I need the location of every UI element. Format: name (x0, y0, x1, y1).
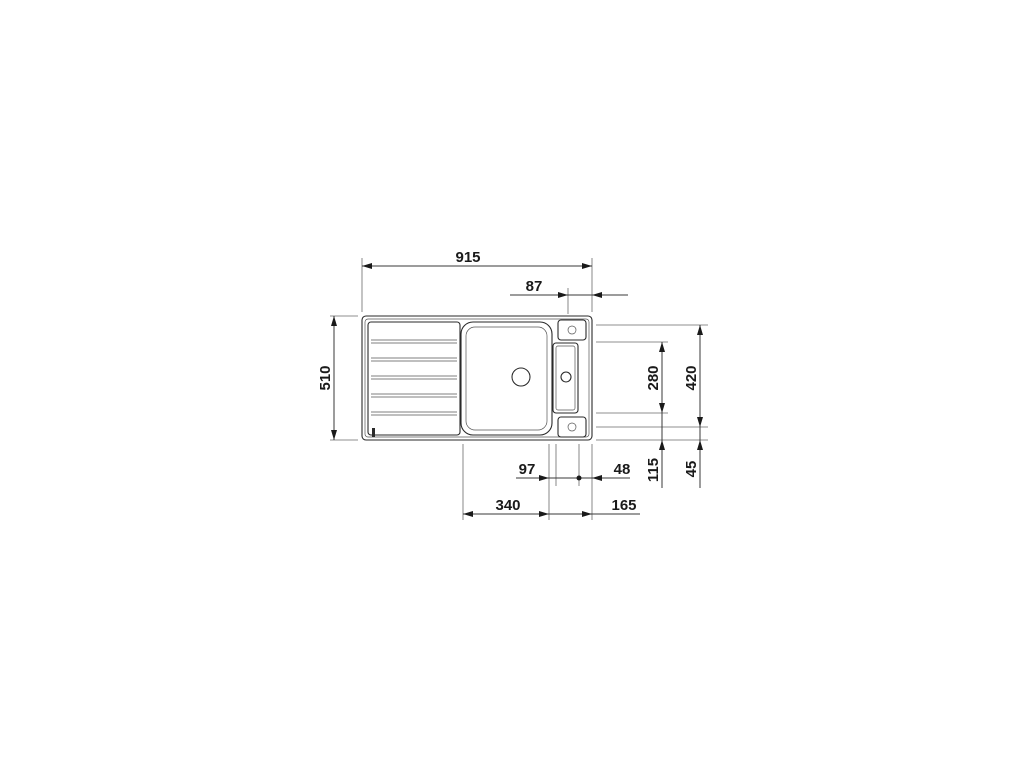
extension-lines (330, 258, 708, 520)
drainer-board (367, 321, 461, 437)
dim-overall-width (362, 263, 592, 269)
dim-bowl-depth (659, 342, 665, 413)
small-waste-icon (560, 371, 572, 383)
label-bowl-width: 340 (495, 497, 520, 514)
dim-offset-45 (697, 427, 703, 488)
dim-offset-top (510, 292, 628, 298)
small-bowl (552, 342, 579, 414)
main-waste-icon (511, 367, 531, 387)
label-offset-top: 87 (526, 278, 543, 295)
overflow-icon (567, 422, 577, 432)
label-offset-45: 45 (683, 461, 700, 478)
dim-overall-depth (331, 316, 337, 440)
dim-bowl-width (463, 511, 592, 517)
sink-outline (361, 315, 593, 441)
label-waste-97: 97 (519, 461, 536, 478)
tap-holes (557, 319, 587, 438)
dim-offset-115 (659, 413, 665, 488)
label-bowl-depth: 280 (645, 365, 662, 390)
label-waste-48: 48 (614, 461, 631, 478)
drainer-marker (372, 428, 375, 437)
label-offset-165: 165 (611, 497, 636, 514)
dim-cutout-depth (697, 325, 703, 427)
tap-hole-icon (567, 325, 577, 335)
label-overall-width: 915 (455, 249, 480, 266)
label-offset-115: 115 (645, 458, 662, 482)
label-overall-depth: 510 (317, 365, 334, 390)
main-bowl (460, 321, 553, 436)
dim-offset-165 (582, 511, 640, 517)
label-cutout-depth: 420 (683, 365, 700, 390)
dim-waste-positions (516, 475, 630, 481)
waste-center-marker (576, 475, 582, 481)
